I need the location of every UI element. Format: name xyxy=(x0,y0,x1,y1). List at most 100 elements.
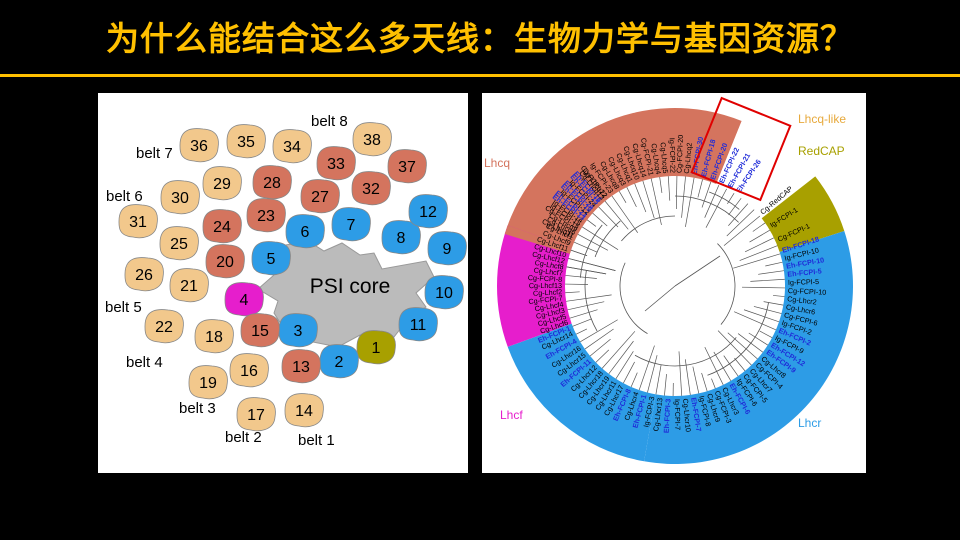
subunit-label: 8 xyxy=(397,230,406,247)
leaf-branch xyxy=(642,180,655,219)
leaf-branch xyxy=(743,309,780,323)
leaf-branch xyxy=(711,378,716,389)
subunit-label: 22 xyxy=(155,319,173,336)
belt-label-8: belt 8 xyxy=(311,113,348,130)
root-branch xyxy=(674,255,721,287)
leaf-label: Ig-FCPI-7 xyxy=(673,399,682,430)
leaf-branch xyxy=(763,301,784,306)
leaf-branch xyxy=(572,318,592,327)
leaf-branch xyxy=(748,332,768,346)
leaf-branch xyxy=(723,355,739,377)
leaf-branch xyxy=(598,206,619,228)
leaf-branch xyxy=(586,219,597,227)
subunit-label: 32 xyxy=(362,181,380,198)
subunit-label: 17 xyxy=(247,407,265,424)
leaf-branch xyxy=(608,340,634,375)
subunit-label: 13 xyxy=(292,359,310,376)
leaf-branch xyxy=(634,183,647,213)
leaf-branch xyxy=(566,266,607,275)
leaf-branch xyxy=(728,203,749,226)
subunit-label: 27 xyxy=(311,189,329,206)
tree-branch-8 xyxy=(707,302,769,376)
subunit-label: 14 xyxy=(295,403,313,420)
subunit-label: 26 xyxy=(135,267,153,284)
leaf-branch xyxy=(659,177,663,193)
leaf-branch xyxy=(565,275,597,279)
leaf-branch xyxy=(744,237,775,253)
leaf-label: Cg-Lhcq5 xyxy=(659,142,671,174)
leaf-label: Cg-Lhcf13 xyxy=(529,281,562,290)
belt-label-1: belt 1 xyxy=(298,432,335,449)
highlight-box xyxy=(690,96,792,202)
leaf-branch xyxy=(737,333,764,353)
leaf-branch xyxy=(638,345,655,391)
subunit-20: 20 xyxy=(205,244,245,279)
phylogenetic-tree: Cg-FCPI-22Ig-FCPI-23Cg-Lhcq8Cg-Lhcq3Cg-L… xyxy=(484,96,853,464)
subunit-label: 24 xyxy=(213,219,231,236)
subunit-label: 19 xyxy=(199,375,217,392)
leaf-branch xyxy=(575,328,588,335)
tree-branch-0 xyxy=(621,215,676,242)
belt-label-7: belt 7 xyxy=(136,145,173,162)
subunit-label: 38 xyxy=(363,132,381,149)
subunit-label: 25 xyxy=(170,236,188,253)
lhcq-segment xyxy=(504,108,742,254)
leaf-branch xyxy=(692,366,700,394)
subunit-label: 2 xyxy=(335,354,344,371)
subunit-23: 23 xyxy=(246,198,286,233)
subunit-10: 10 xyxy=(424,275,464,310)
subunit-label: 34 xyxy=(283,139,301,156)
subunit-5: 5 xyxy=(251,241,291,276)
lhcr-segment xyxy=(644,230,853,464)
leaf-branch xyxy=(773,295,785,297)
leaf-branch xyxy=(733,253,781,269)
subunit-26: 26 xyxy=(124,257,164,292)
leaf-branch xyxy=(681,176,686,218)
subunit-label: 1 xyxy=(372,340,381,357)
subunit-19: 19 xyxy=(188,365,228,400)
leaf-branch xyxy=(615,351,634,379)
leaf-branch xyxy=(675,176,678,210)
leaf-branch xyxy=(623,361,635,384)
subunit-label: 23 xyxy=(257,208,275,225)
title-underline xyxy=(0,74,960,77)
subunit-11: 11 xyxy=(398,307,438,342)
leaf-branch xyxy=(604,200,629,230)
subunit-label: 10 xyxy=(435,285,453,302)
leaf-label: Cg-FCPI-10 xyxy=(788,286,827,297)
subunit-33: 33 xyxy=(316,146,356,181)
leaf-branch xyxy=(589,338,611,357)
leaf-branch xyxy=(704,346,724,386)
tree-branch-2 xyxy=(717,243,736,325)
tree-branch-4 xyxy=(619,262,648,334)
subunit-16: 16 xyxy=(229,353,269,388)
subunit-14: 14 xyxy=(284,393,324,428)
leaf-branch xyxy=(567,301,605,311)
belt-label-4: belt 4 xyxy=(126,354,163,371)
leaf-branch xyxy=(584,328,614,350)
lhcq-like-segment xyxy=(716,120,816,219)
subunit-label: 16 xyxy=(240,363,258,380)
leaf-branch xyxy=(630,372,638,388)
redcap-segment xyxy=(761,176,845,253)
leaf-branch xyxy=(667,176,671,201)
leaf-branch xyxy=(750,278,785,282)
subunit-label: 5 xyxy=(267,251,276,268)
subunit-37: 37 xyxy=(387,149,427,184)
subunit-30: 30 xyxy=(160,180,200,215)
leaf-branch xyxy=(728,197,742,216)
subunit-label: 21 xyxy=(180,278,198,295)
leaf-branch xyxy=(765,261,783,267)
leaf-branch xyxy=(739,245,778,261)
subunit-24: 24 xyxy=(202,209,242,244)
subunit-label: 31 xyxy=(129,214,147,231)
subunit-8: 8 xyxy=(381,220,421,255)
leaf-branch xyxy=(685,177,695,227)
leaf-label: Cg-Lhcf7 xyxy=(533,266,563,278)
subunit-13: 13 xyxy=(281,349,321,384)
clade-label-lhcq: Lhcq xyxy=(484,156,510,170)
leaf-branch xyxy=(566,294,612,302)
belt-label-6: belt 6 xyxy=(106,188,143,205)
